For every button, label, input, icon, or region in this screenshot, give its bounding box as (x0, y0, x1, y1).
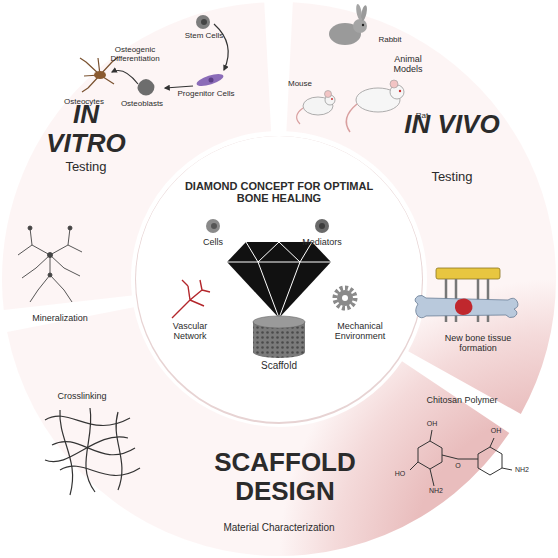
crosslink-network (45, 408, 140, 495)
bone-fixator (415, 268, 518, 322)
chemical-label: OH (486, 427, 506, 435)
figure-label: Animal Models (386, 55, 431, 75)
chemical-label: HO (390, 470, 410, 478)
figure-label: Mechanical Environment (325, 322, 395, 342)
figure-label: Mineralization (25, 314, 95, 324)
chitosan-structure (410, 430, 512, 486)
chemical-label: O (451, 462, 465, 470)
figure-label: Osteocytes (59, 98, 109, 107)
section-subtitle: Testing (402, 170, 502, 184)
figure-label: Crosslinking (47, 392, 117, 402)
chemical-label: OH (422, 420, 442, 428)
section-title: SCAFFOLD DESIGN (200, 448, 370, 505)
figure-label: Chitosan Polymer (417, 396, 507, 406)
mineral-structure (18, 226, 82, 302)
figure-label: Rabbit (370, 36, 410, 45)
figure-label: Rat (407, 112, 437, 121)
figure-label: Mouse (280, 80, 320, 89)
figure-label: Cells (193, 238, 233, 248)
section-title: IN VITRO (36, 100, 136, 157)
figure-label: Vascular Network (162, 322, 218, 342)
chemical-label: NH2 (509, 466, 535, 474)
center-circle: DIAMOND CONCEPT FOR OPTIMAL BONE HEALING (133, 133, 425, 425)
figure-label: Stem Cells (174, 32, 234, 41)
section-title: DIAMOND CONCEPT FOR OPTIMAL BONE HEALING (184, 180, 374, 204)
figure-label: Osteoblasts (115, 100, 170, 109)
figure-label: Mediators (294, 238, 350, 248)
figure-label: New bone tissue formation (440, 334, 516, 354)
section-subtitle: Material Characterization (209, 522, 349, 533)
circle-shadow (135, 136, 423, 424)
chemical-label: NH2 (423, 487, 449, 495)
figure-label: Osteogenic Differentiation (95, 46, 175, 64)
section-subtitle: Testing (36, 160, 136, 174)
circle-shape (133, 133, 425, 425)
differentiation-figure (80, 15, 228, 96)
circle-fill (136, 136, 422, 422)
animal-figures (297, 4, 404, 132)
figure-label: Scaffold (249, 360, 309, 371)
figure-label: Progenitor Cells (171, 90, 241, 99)
